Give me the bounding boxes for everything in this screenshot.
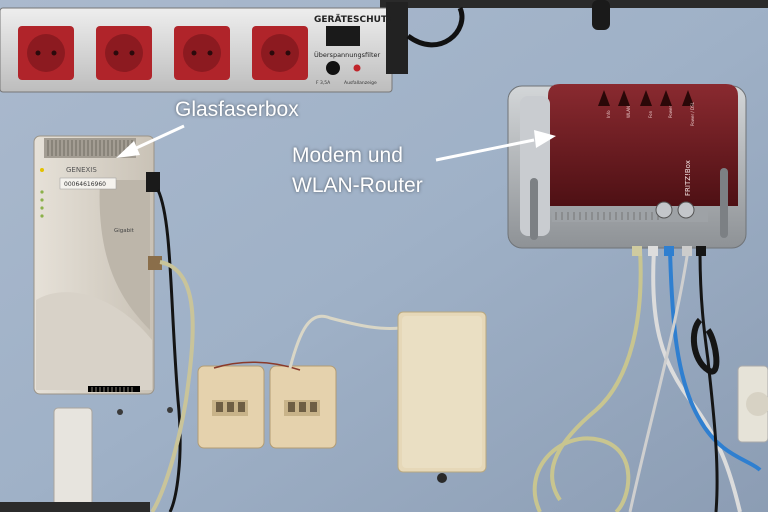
wall-hook — [592, 0, 610, 30]
router-led-label: WLAN — [626, 106, 631, 118]
router-led-label: Power — [668, 106, 673, 118]
power-strip-switch-text: Ausfallanzeige — [344, 80, 377, 86]
power-strip-indicator — [353, 64, 361, 72]
router-led-label: Fon — [648, 110, 653, 118]
power-strip-brand: GERÄTESCHUTZ — [314, 14, 394, 25]
router-leds — [598, 90, 694, 106]
power-strip-knob — [326, 61, 340, 75]
power-socket — [96, 26, 152, 80]
cable-blue — [668, 249, 762, 472]
status-led — [40, 206, 44, 210]
fiber-box-brand: GENEXIS — [66, 166, 97, 174]
cable-black — [698, 249, 719, 512]
phone-socket — [269, 365, 337, 449]
fiber-box-annotation: Glasfaserbox — [175, 98, 299, 121]
wall-outlet — [737, 365, 768, 443]
network-cable — [150, 260, 195, 512]
arrow-to-fiber-box — [116, 124, 185, 158]
cable-yellow — [550, 249, 643, 502]
router: Info WLAN Fon Power Power / DSL FRITZ!Bo… — [507, 84, 747, 256]
phone-cable — [288, 314, 401, 369]
router-brand: FRITZ!Box — [684, 160, 692, 196]
router-button — [655, 201, 673, 219]
phone-socket — [197, 365, 265, 449]
fiber-box-serial: 00064616960 — [64, 181, 106, 188]
power-socket — [252, 26, 308, 80]
status-led — [40, 190, 44, 194]
cable — [406, 6, 465, 48]
cable-black-coil — [690, 317, 720, 375]
router-button — [677, 201, 695, 219]
top-shelf — [380, 0, 768, 8]
cable — [156, 189, 182, 512]
power-strip: GERÄTESCHUTZ Überspannungsfilter F 3,5A … — [0, 2, 408, 93]
power-socket — [174, 26, 230, 80]
router-annotation-line2: WLAN-Router — [292, 174, 423, 197]
status-led — [40, 198, 44, 202]
fiber-box-model: Gigabit — [114, 228, 135, 234]
router-annotation-line1: Modem und — [292, 144, 403, 167]
fiber-box: GENEXIS 00064616960 Gigabit — [33, 135, 162, 395]
arrow-to-router — [435, 130, 556, 162]
router-led-label: Info — [606, 110, 611, 118]
status-led — [40, 168, 44, 172]
router-led-label: Power / DSL — [690, 101, 695, 126]
power-strip-filter-text: Überspannungsfilter — [314, 50, 380, 59]
rj45-connector — [148, 256, 162, 270]
cable-grey — [628, 249, 690, 512]
power-strip-fuse-text: F 3,5A — [316, 80, 331, 86]
status-led — [40, 214, 44, 218]
power-connector — [146, 172, 160, 192]
power-socket — [18, 26, 74, 80]
cable-coil — [532, 436, 631, 512]
fiber-box-stand — [53, 407, 93, 512]
power-strip-switch — [326, 26, 360, 46]
junction-box — [397, 311, 487, 483]
